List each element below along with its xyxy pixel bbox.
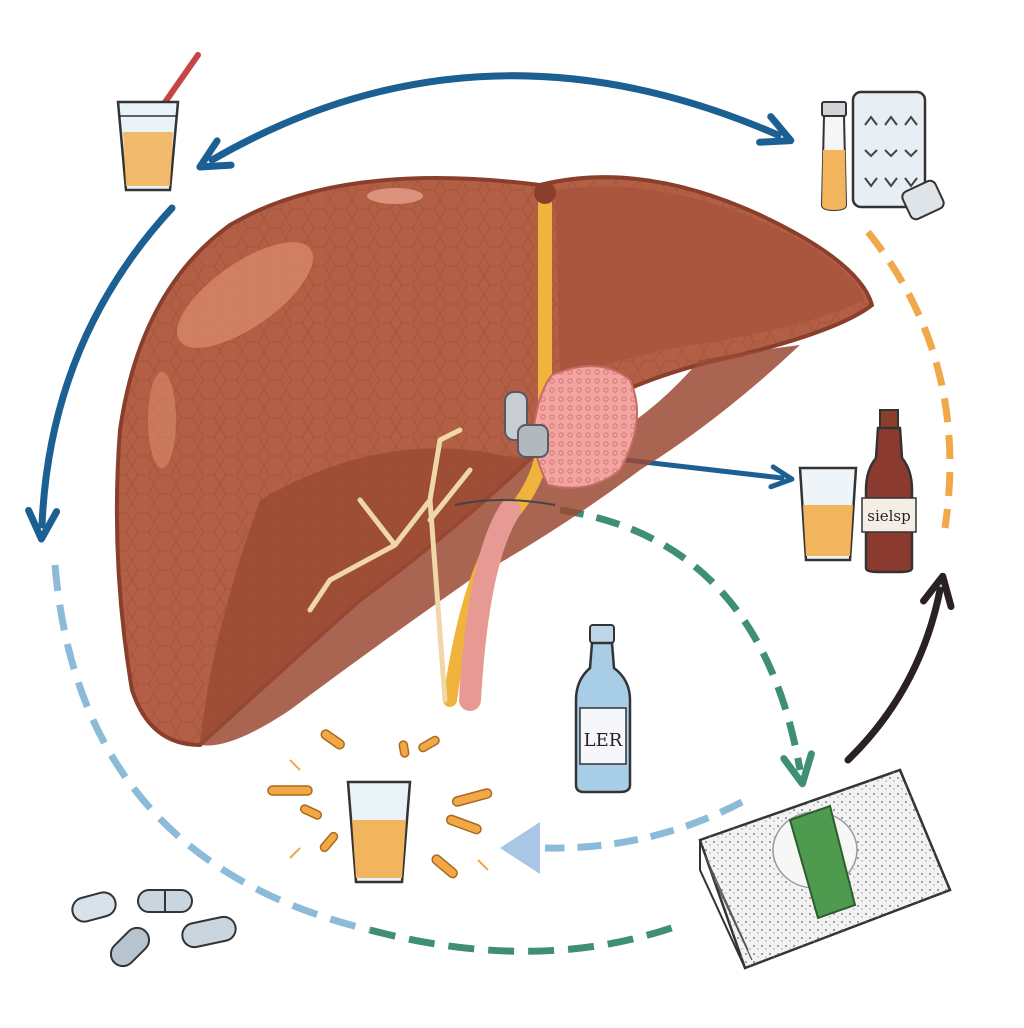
thin-tube xyxy=(454,499,556,506)
liver-illustration xyxy=(114,175,875,748)
liver-highlight xyxy=(176,242,314,348)
arrow-left-curve xyxy=(25,204,176,543)
portal-vessel xyxy=(459,499,521,711)
money-stack-icon xyxy=(698,768,952,970)
bile-duct-top xyxy=(534,182,556,204)
cocktail-glass-icon xyxy=(116,52,201,192)
arrow-liver-to-money xyxy=(559,506,815,788)
arrow-bottom-dashed-green xyxy=(369,921,682,955)
liver-left-lobe-shade xyxy=(555,186,865,380)
liver-highlight-left xyxy=(148,372,176,468)
glass-with-pills-icon xyxy=(267,729,493,884)
money-band xyxy=(788,804,857,920)
gallbladder-clamp-lower xyxy=(517,424,549,458)
vodka-bottle-label-bg xyxy=(579,707,627,765)
beer-glass-and-bottle-icon: sielsp xyxy=(798,409,917,574)
vodka-bottle-icon: LER xyxy=(574,624,632,794)
beer-bottle-label-bg xyxy=(861,497,917,533)
arrow-right-dashed-orange xyxy=(865,229,954,529)
arrow-left-dashed-lower xyxy=(51,564,371,934)
arrow-money-to-pills-head xyxy=(500,822,540,874)
liver-highlight-small xyxy=(367,188,423,204)
vodka-bottle-label: LER xyxy=(584,730,623,751)
hepatic-branches xyxy=(307,427,473,703)
arrow-money-to-beer xyxy=(844,572,955,764)
arrow-top-double xyxy=(196,72,795,171)
beer-bottle-label: sielsp xyxy=(867,507,910,525)
lab-tube-and-test-chart-icon xyxy=(820,90,945,221)
pancreas-texture xyxy=(533,366,638,488)
capsules-icon xyxy=(71,889,237,968)
